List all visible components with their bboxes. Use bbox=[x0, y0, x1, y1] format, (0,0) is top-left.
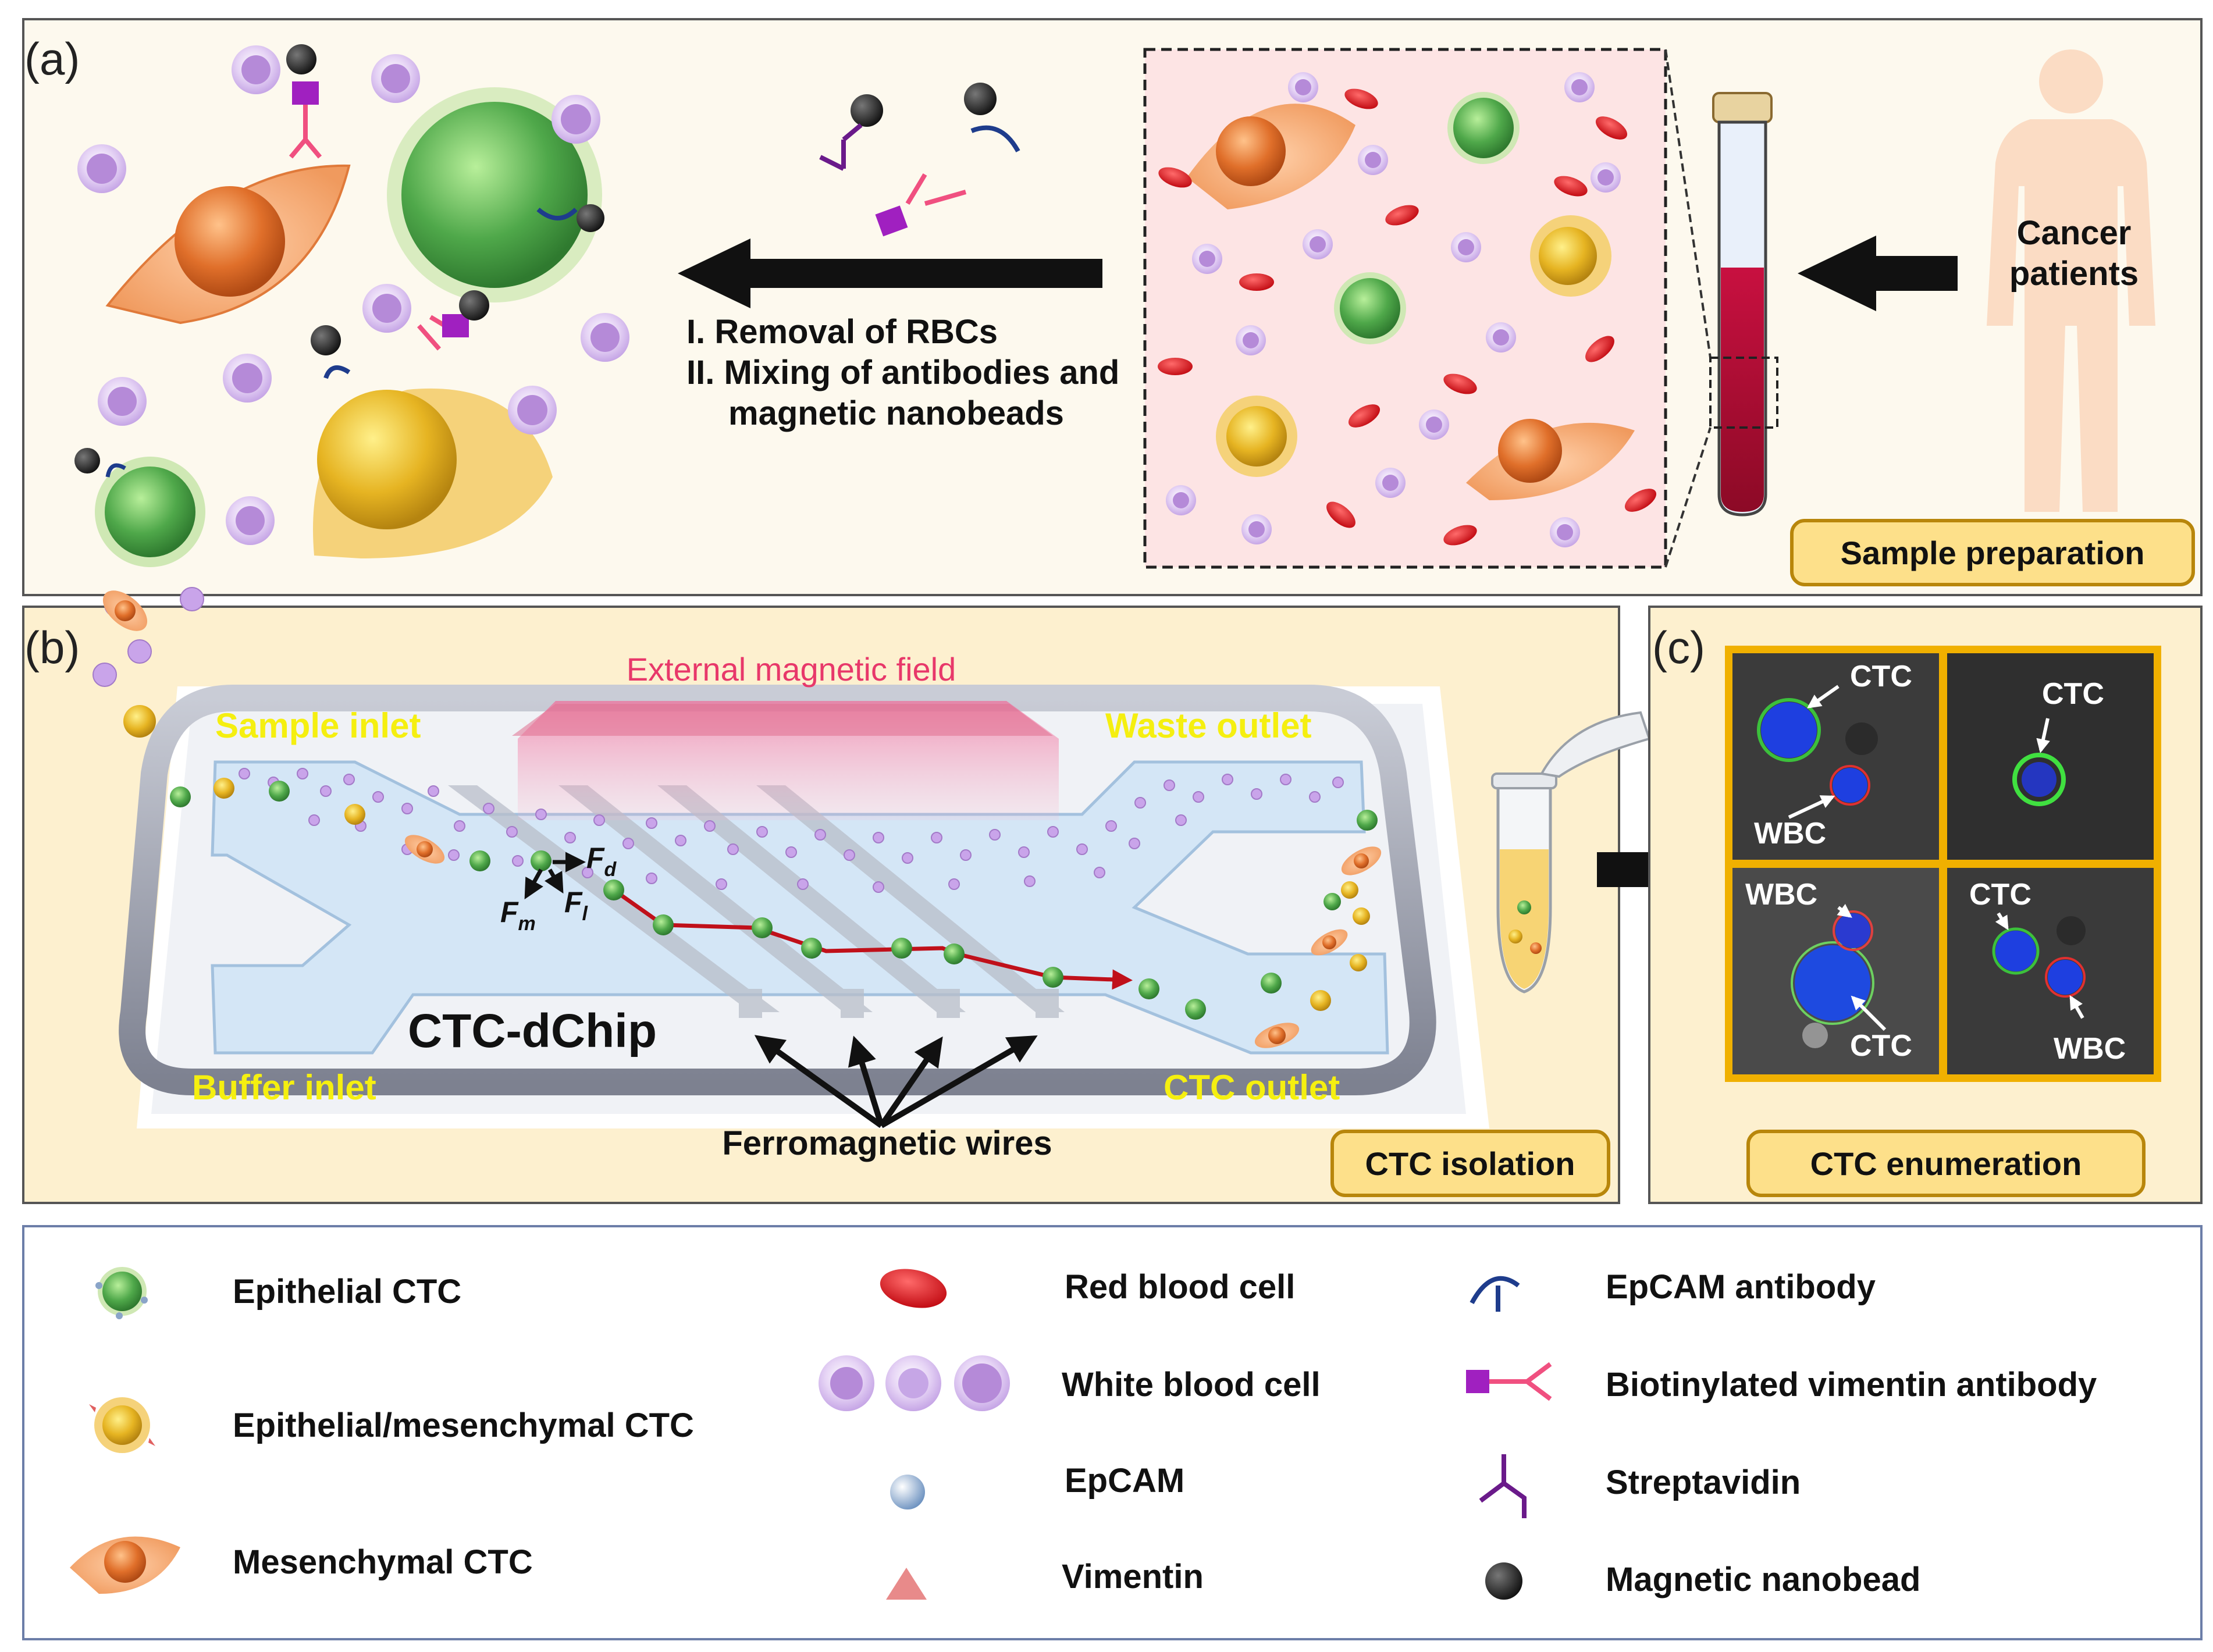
blood-sample-zoom bbox=[1143, 48, 1712, 569]
arrow-from-patient bbox=[1798, 236, 1958, 311]
micro-label-ctc-4: CTC bbox=[1969, 878, 2031, 912]
step-2-text: II. Mixing of antibodies and bbox=[686, 354, 1119, 391]
badge-ctc-isolation-text: CTC isolation bbox=[1365, 1145, 1575, 1182]
wires-label: Ferromagnetic wires bbox=[722, 1124, 1052, 1162]
badge-sample-preparation-text: Sample preparation bbox=[1841, 535, 2145, 571]
legend-label-wbc: White blood cell bbox=[1062, 1366, 1321, 1404]
legend-label-nanobead: Magnetic nanobead bbox=[1606, 1561, 1920, 1598]
step-2-text-cont: magnetic nanobeads bbox=[728, 394, 1064, 432]
legend-frame bbox=[22, 1225, 2203, 1640]
legend-label-rbc: Red blood cell bbox=[1065, 1268, 1295, 1306]
panel-a-free-antibodies bbox=[819, 83, 1020, 237]
magnetic-field-label: External magnetic field bbox=[627, 651, 956, 688]
chip-name-label: CTC-dChip bbox=[408, 1005, 657, 1058]
legend-label-vimentin-antibody: Biotinylated vimentin antibody bbox=[1606, 1366, 2097, 1404]
legend-mesenchymal-ctc-icon bbox=[70, 1536, 180, 1594]
micrograph-grid bbox=[1725, 646, 2161, 1082]
micro-label-wbc-2: WBC bbox=[1745, 878, 1817, 912]
wire-pointer-arrows bbox=[754, 1035, 1038, 1128]
legend-nanobead-icon bbox=[1485, 1562, 1522, 1600]
legend-mixed-ctc-icon bbox=[89, 1397, 155, 1453]
legend-vimentin-icon bbox=[886, 1568, 927, 1600]
force-drag-label: Fd bbox=[586, 842, 617, 881]
legend-label-mixed: Epithelial/mesenchymal CTC bbox=[233, 1407, 694, 1444]
patient-silhouette bbox=[1987, 49, 2155, 512]
legend-vimentin-antibody-icon bbox=[1466, 1362, 1552, 1401]
buffer-inlet-label: Buffer inlet bbox=[192, 1068, 376, 1107]
legend-streptavidin-icon bbox=[1479, 1454, 1527, 1518]
badge-sample-preparation bbox=[1790, 519, 2195, 586]
legend-epcam-icon bbox=[890, 1475, 925, 1509]
chip-frame bbox=[119, 685, 1436, 1095]
waste-outlet-label: Waste outlet bbox=[1105, 706, 1311, 745]
step-1-text: I. Removal of RBCs bbox=[686, 313, 998, 351]
legend-label-epcam: EpCAM bbox=[1065, 1462, 1184, 1500]
badge-ctc-enumeration bbox=[1746, 1130, 2146, 1197]
legend-rbc-icon bbox=[880, 1269, 947, 1308]
legend-label-streptavidin: Streptavidin bbox=[1606, 1464, 1801, 1501]
micro-label-wbc-3: WBC bbox=[2054, 1032, 2126, 1066]
badge-ctc-isolation bbox=[1330, 1130, 1610, 1197]
micro-label-wbc-1: WBC bbox=[1754, 817, 1826, 850]
patients-text-1: Cancer bbox=[2017, 214, 2132, 252]
patients-text-2: patients bbox=[2009, 255, 2139, 293]
legend-epcam-antibody-icon bbox=[1470, 1276, 1520, 1312]
badge-ctc-enumeration-text: CTC enumeration bbox=[1810, 1145, 2082, 1182]
collection-tube bbox=[1491, 711, 1651, 994]
force-vectors bbox=[524, 852, 586, 900]
force-lift-label: Fl bbox=[564, 886, 589, 925]
panel-a-labeled-cells bbox=[74, 44, 604, 567]
panel-a-letter: (a) bbox=[24, 33, 80, 84]
legend-label-epithelial: Epithelial CTC bbox=[233, 1273, 461, 1311]
legend-epithelial-ctc-icon bbox=[95, 1267, 148, 1319]
channel-cells bbox=[102, 590, 1382, 1048]
panel-b-letter: (b) bbox=[24, 622, 80, 673]
legend-label-mesenchymal: Mesenchymal CTC bbox=[233, 1543, 533, 1581]
arrow-processing bbox=[678, 238, 1102, 308]
micro-label-ctc-3: CTC bbox=[1850, 1029, 1912, 1063]
legend-label-vimentin: Vimentin bbox=[1062, 1558, 1204, 1596]
ctc-outlet-label: CTC outlet bbox=[1164, 1068, 1340, 1107]
legend-wbc-icon bbox=[819, 1355, 1010, 1411]
ctc-trajectory bbox=[612, 888, 1133, 990]
blood-tube bbox=[1709, 92, 1778, 517]
micro-label-ctc-1: CTC bbox=[1850, 660, 1912, 693]
legend-label-epcam-antibody: EpCAM antibody bbox=[1606, 1268, 1876, 1306]
panel-c-letter: (c) bbox=[1652, 622, 1705, 673]
force-magnetic-label: Fm bbox=[500, 896, 536, 935]
magnetic-field-top bbox=[512, 704, 1053, 736]
panel-a-wbcs bbox=[77, 45, 629, 545]
sample-inlet-label: Sample inlet bbox=[215, 706, 421, 745]
micro-label-ctc-2: CTC bbox=[2042, 677, 2104, 711]
